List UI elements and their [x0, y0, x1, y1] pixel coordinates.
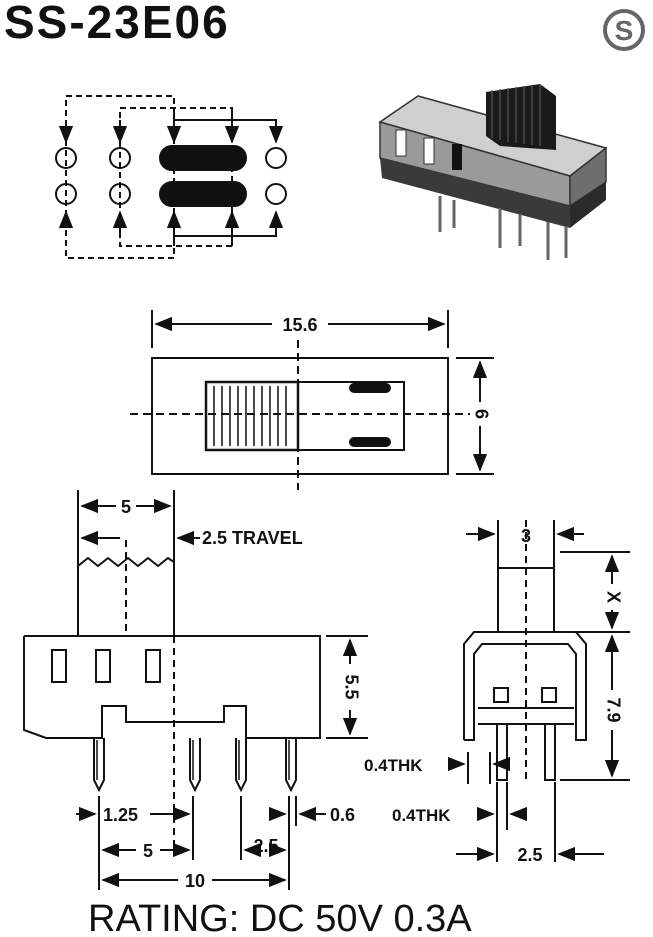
dim-body-height: 5.5 — [341, 674, 361, 699]
dim-pitch-2-5: 2.5 — [253, 836, 278, 856]
dim-side-pitch: 2.5 — [517, 845, 542, 865]
brand-logo: S — [603, 9, 645, 51]
top-view — [130, 310, 494, 490]
part-number-title: SS-23E06 — [4, 0, 230, 48]
dim-width: 6 — [471, 409, 491, 419]
product-3d-image — [378, 84, 608, 260]
rating-text: RATING: DC 50V 0.3A — [88, 898, 472, 937]
dim-knob-width: 5 — [121, 497, 131, 517]
dim-knob-thickness: 3 — [521, 526, 531, 546]
dim-pitch-5: 5 — [143, 841, 153, 861]
front-view — [23, 490, 368, 890]
dim-thickness-pin: 0.4THK — [392, 806, 451, 825]
dim-span-10: 10 — [185, 871, 205, 891]
dim-x-height: X — [603, 591, 623, 603]
circuit-schematic — [55, 95, 287, 259]
dim-pin-width: 0.6 — [330, 805, 355, 825]
dim-length: 15.6 — [282, 315, 317, 335]
dim-thickness-frame: 0.4THK — [364, 756, 423, 775]
dim-overall-height: 7.9 — [603, 697, 623, 722]
dim-pin-offset: 1.25 — [103, 805, 138, 825]
logo-letter: S — [615, 15, 634, 46]
dim-travel: 2.5 TRAVEL — [202, 528, 303, 548]
side-view — [447, 520, 630, 862]
